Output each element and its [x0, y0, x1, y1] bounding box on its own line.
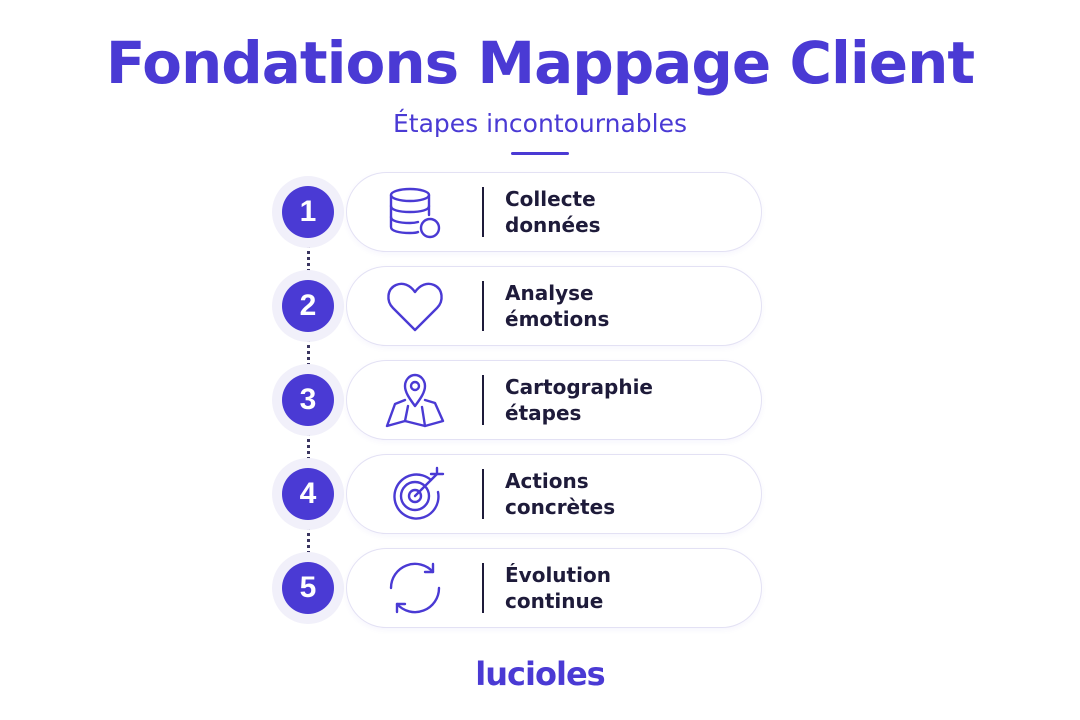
step-connector: [307, 334, 310, 366]
step-card: Actions concrètes: [346, 454, 762, 534]
step-number: 1: [282, 186, 334, 238]
step-label-line: étapes: [505, 401, 582, 425]
step-label: Cartographie étapes: [505, 374, 755, 426]
map-pin-icon: [385, 373, 445, 428]
step-card: Collecte données: [346, 172, 762, 252]
step-item: 5 Évolution continue: [272, 548, 762, 628]
step-label-line: données: [505, 213, 601, 237]
step-number: 2: [282, 280, 334, 332]
database-icon: [389, 187, 441, 239]
step-label: Évolution continue: [505, 562, 755, 614]
step-label: Actions concrètes: [505, 468, 755, 520]
step-number: 3: [282, 374, 334, 426]
title-underline: [511, 152, 569, 155]
step-divider: [482, 187, 484, 237]
page-title: Fondations Mappage Client: [105, 29, 975, 97]
step-item: 1 Collecte données: [272, 172, 762, 252]
step-item: 3 Cartographie étapes: [272, 360, 762, 440]
step-card: Cartographie étapes: [346, 360, 762, 440]
step-divider: [482, 563, 484, 613]
target-icon: [393, 466, 445, 520]
step-label-line: Cartographie: [505, 375, 653, 399]
page-subtitle: Étapes incontournables: [393, 109, 687, 138]
step-connector: [307, 428, 310, 460]
step-number: 4: [282, 468, 334, 520]
step-divider: [482, 281, 484, 331]
step-number: 5: [282, 562, 334, 614]
step-divider: [482, 469, 484, 519]
step-label-line: Collecte: [505, 187, 596, 211]
refresh-icon: [389, 562, 441, 614]
step-label-line: concrètes: [505, 495, 616, 519]
step-item: 4 Actions concrètes: [272, 454, 762, 534]
step-label-line: Analyse: [505, 281, 594, 305]
step-item: 2 Analyse émotions: [272, 266, 762, 346]
step-label: Analyse émotions: [505, 280, 755, 332]
brand-logo: lucioles: [475, 655, 605, 693]
step-label: Collecte données: [505, 186, 755, 238]
step-label-line: continue: [505, 589, 604, 613]
step-connector: [307, 522, 310, 554]
step-divider: [482, 375, 484, 425]
step-label-line: émotions: [505, 307, 610, 331]
step-connector: [307, 240, 310, 272]
step-label-line: Évolution: [505, 563, 611, 587]
step-card: Analyse émotions: [346, 266, 762, 346]
step-card: Évolution continue: [346, 548, 762, 628]
heart-icon: [387, 282, 443, 332]
step-label-line: Actions: [505, 469, 589, 493]
